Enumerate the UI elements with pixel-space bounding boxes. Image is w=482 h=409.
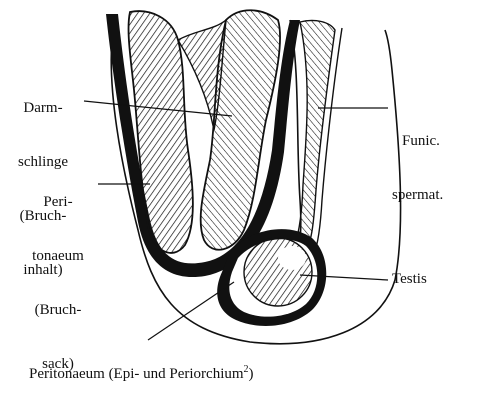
label-line: Peri- bbox=[18, 193, 98, 211]
testis-highlight bbox=[278, 246, 306, 270]
caption-main: Peritonaeum (Epi- und Periorchium bbox=[29, 366, 244, 382]
label-line: Funic. bbox=[392, 132, 480, 150]
label-line: spermat. bbox=[392, 186, 480, 204]
label-testis: Testis bbox=[392, 270, 427, 288]
caption-close: ) bbox=[249, 366, 254, 382]
label-line: Darm- bbox=[2, 99, 84, 117]
label-line: tonaeum bbox=[18, 247, 98, 265]
label-line: (Bruch- bbox=[18, 301, 98, 319]
hernia-diagram: Darm- schlinge (Bruch- inhalt) Peri- ton… bbox=[0, 0, 482, 371]
testis-body bbox=[244, 238, 312, 306]
label-funic: Funic. spermat. bbox=[392, 96, 480, 240]
caption: Peritonaeum (Epi- und Periorchium2) bbox=[14, 343, 254, 401]
